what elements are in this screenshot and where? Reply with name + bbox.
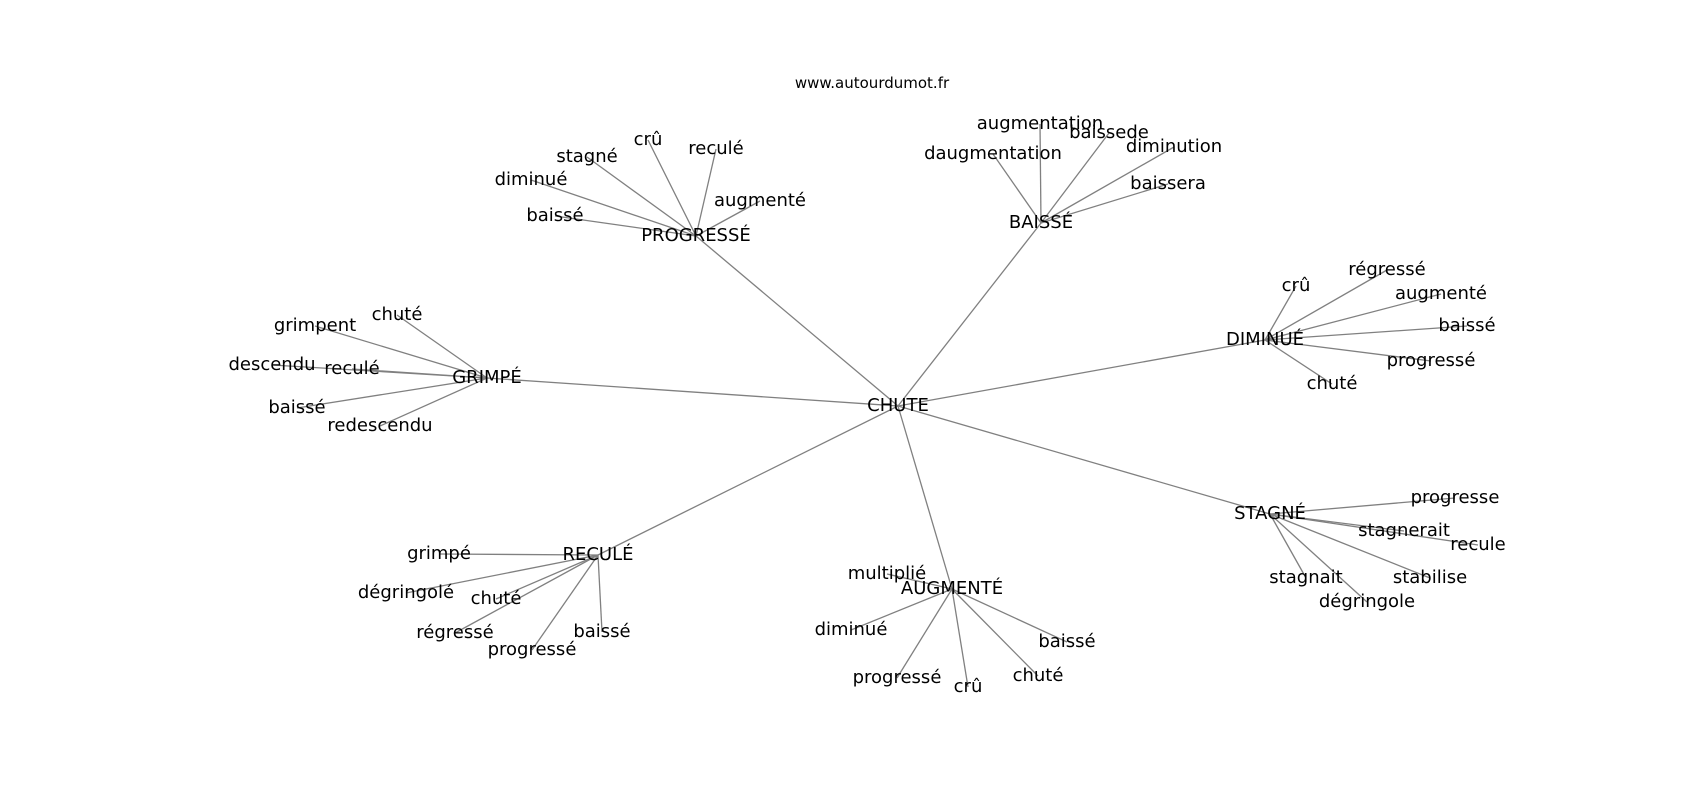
leaf-node-label: baissede <box>1069 122 1149 143</box>
leaf-node-label: dégringolé <box>358 582 454 603</box>
site-url-title: www.autourdumot.fr <box>795 74 950 92</box>
cluster-node-baisse: BAISSÉ <box>1009 211 1073 233</box>
leaf-node-label: chuté <box>1013 665 1064 686</box>
leaf-node-label: stabilise <box>1393 567 1467 588</box>
edge-recule-3 <box>454 554 599 634</box>
leaf-node-label: redescendu <box>327 415 432 436</box>
edge-progresse-0 <box>647 139 697 237</box>
leaf-node-label: progressé <box>853 667 942 688</box>
leaf-node-label: grimpé <box>407 543 471 564</box>
edge-grimpe-4 <box>296 377 488 409</box>
edge-augmente-5 <box>951 588 1068 643</box>
leaf-node-label: crû <box>634 129 663 150</box>
edge-recule-2 <box>495 554 599 600</box>
edge-baisse-4 <box>1040 183 1169 224</box>
center-node-label: CHUTE <box>867 395 929 416</box>
leaf-node-label: progressé <box>488 639 577 660</box>
leaf-node-label: stagnerait <box>1358 520 1450 541</box>
edge-progresse-4 <box>695 148 717 237</box>
edge-augmente-3 <box>951 588 969 688</box>
edge-baisse-0 <box>1039 123 1042 224</box>
leaf-node-label: chuté <box>1307 373 1358 394</box>
leaf-node-label: baissé <box>1038 631 1095 652</box>
leaf-node-label: baissé <box>268 397 325 418</box>
cluster-node-grimpe: GRIMPÉ <box>452 366 522 388</box>
leaf-node-label: augmenté <box>1395 283 1487 304</box>
leaf-node-label: diminué <box>495 169 568 190</box>
cluster-node-diminue: DIMINUÉ <box>1226 328 1304 350</box>
leaf-node-label: diminué <box>815 619 888 640</box>
edge-diminue-3 <box>1264 325 1468 341</box>
edge-stagne-2 <box>1269 513 1479 546</box>
leaf-node-label: progresse <box>1411 487 1500 508</box>
edge-stagne-4 <box>1269 513 1307 579</box>
cluster-node-augmente: AUGMENTÉ <box>901 577 1003 599</box>
leaf-node-label: multiplié <box>848 563 927 584</box>
leaf-node-label: chuté <box>372 304 423 325</box>
edge-augmente-4 <box>951 588 1039 677</box>
edge-progresse-3 <box>554 215 697 237</box>
edge-diminue-1 <box>1264 269 1388 341</box>
leaf-node-label: chuté <box>471 588 522 609</box>
edge-recule-4 <box>531 554 599 651</box>
edge-diminue-0 <box>1264 285 1297 341</box>
edge-grimpe-1 <box>314 325 488 379</box>
leaf-node-label: crû <box>1282 275 1311 296</box>
leaf-node-label: descendu <box>228 354 315 375</box>
edge-recule-5 <box>597 554 603 633</box>
leaf-node-label: augmenté <box>714 190 806 211</box>
edge-center-recule <box>597 405 899 556</box>
edge-center-progresse <box>695 235 899 407</box>
edge-augmente-2 <box>896 588 953 679</box>
graph-labels: www.autourdumot.fr crûstagnédiminuébaiss… <box>228 74 1505 697</box>
leaf-node-label: grimpent <box>274 315 356 336</box>
leaf-node-label: baissé <box>1438 315 1495 336</box>
edge-recule-1 <box>405 554 599 594</box>
leaf-node-label: diminution <box>1126 136 1222 157</box>
edge-progresse-5 <box>695 200 761 237</box>
leaf-node-label: stagnait <box>1269 567 1342 588</box>
edge-center-grimpe <box>486 377 899 407</box>
edge-baisse-2 <box>992 153 1042 224</box>
edge-stagne-5 <box>1269 513 1368 603</box>
leaf-node-label: baissé <box>526 205 583 226</box>
edge-progresse-2 <box>530 179 697 237</box>
edge-grimpe-0 <box>396 314 488 379</box>
cluster-node-progresse: PROGRESSÉ <box>641 224 751 246</box>
edge-stagne-0 <box>1269 497 1456 515</box>
leaf-node-label: augmentation <box>977 113 1103 134</box>
cluster-node-recule: RECULÉ <box>562 543 633 565</box>
edge-grimpe-3 <box>351 368 488 379</box>
leaf-node-label: daugmentation <box>924 143 1062 164</box>
edge-center-diminue <box>897 339 1266 407</box>
cluster-node-stagne: STAGNÉ <box>1234 502 1306 524</box>
leaf-node-label: dégringole <box>1319 591 1415 612</box>
leaf-node-label: baissé <box>573 621 630 642</box>
leaf-node-label: régressé <box>416 622 493 643</box>
edge-augmente-0 <box>886 573 953 590</box>
leaf-node-label: stagné <box>556 146 617 167</box>
leaf-node-label: reculé <box>688 138 743 159</box>
edge-diminue-5 <box>1264 339 1333 385</box>
edge-progresse-1 <box>586 156 697 237</box>
edge-recule-0 <box>438 553 599 556</box>
leaf-node-label: régressé <box>1348 259 1425 280</box>
edge-center-augmente <box>897 405 953 590</box>
leaf-node-label: reculé <box>324 358 379 379</box>
edge-stagne-3 <box>1269 513 1431 579</box>
leaf-node-label: baissera <box>1130 173 1206 194</box>
edge-diminue-4 <box>1264 339 1432 362</box>
edge-center-stagne <box>897 405 1271 515</box>
edge-grimpe-5 <box>379 377 488 427</box>
edge-center-baisse <box>897 222 1042 407</box>
edge-baisse-1 <box>1040 132 1110 224</box>
edge-augmente-1 <box>850 588 953 631</box>
edge-baisse-3 <box>1040 146 1175 224</box>
leaf-node-label: crû <box>954 676 983 697</box>
leaf-node-label: progressé <box>1387 350 1476 371</box>
leaf-node-label: recule <box>1450 534 1505 555</box>
edge-diminue-2 <box>1264 293 1442 341</box>
graph-edges <box>271 123 1479 688</box>
